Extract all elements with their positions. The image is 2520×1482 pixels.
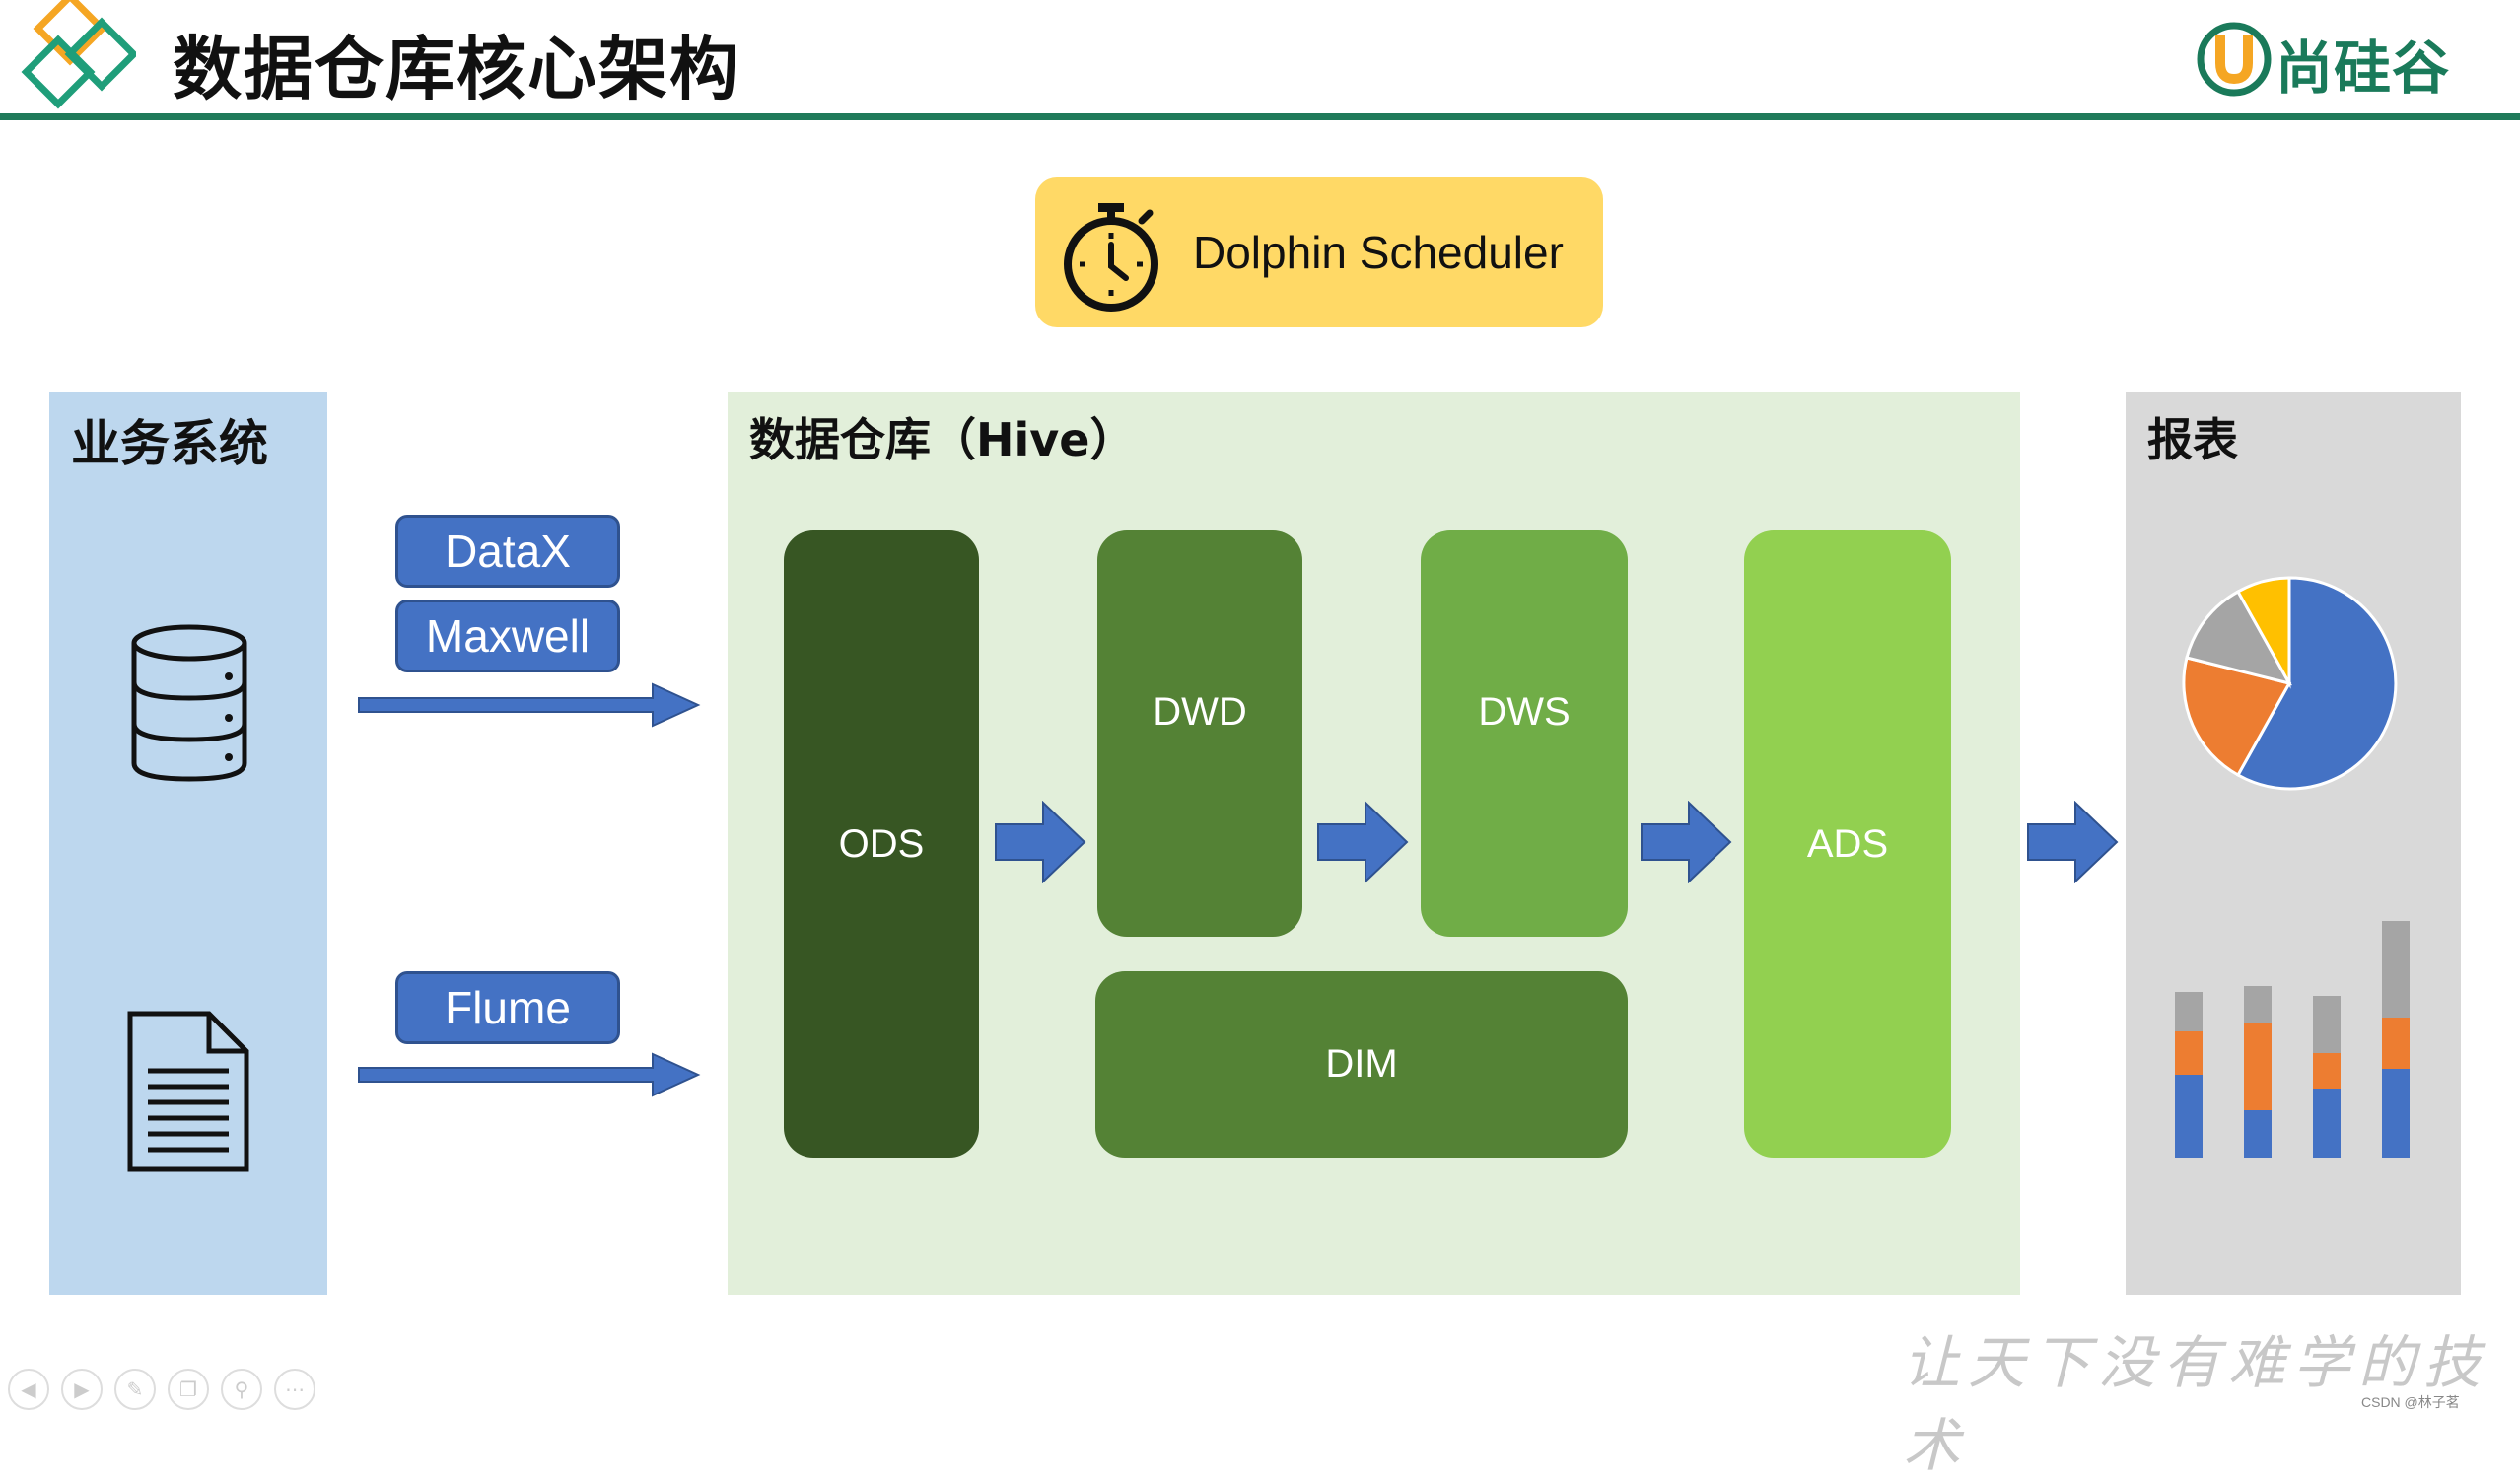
ods-layer: ODS xyxy=(784,530,979,1158)
dim-layer: DIM xyxy=(1095,971,1628,1158)
report-title: 报表 xyxy=(2147,413,2238,466)
stacked-bar-chart-icon xyxy=(2175,921,2410,1158)
ads-layer: ADS xyxy=(1744,530,1951,1158)
dws-layer: DWS xyxy=(1421,530,1628,937)
dwd-to-dws-arrow xyxy=(1317,801,1409,883)
brand-name: 尚硅谷 xyxy=(2275,35,2451,102)
dolphin-scheduler-box: Dolphin Scheduler xyxy=(1035,177,1603,327)
stopwatch-icon xyxy=(1064,203,1158,312)
pen-icon[interactable]: ✎ xyxy=(114,1369,156,1410)
ingest-arrow-upper xyxy=(358,682,701,728)
page-title: 数据仓库核心架构 xyxy=(173,29,740,109)
brand-u-icon xyxy=(2197,22,2272,97)
scheduler-label: Dolphin Scheduler xyxy=(1193,227,1564,278)
ads-to-report-arrow xyxy=(2027,801,2119,883)
flume-tool: Flume xyxy=(395,971,620,1044)
ods-to-dwd-arrow xyxy=(995,801,1086,883)
zoom-icon[interactable]: ⚲ xyxy=(221,1369,262,1410)
document-icon xyxy=(127,1011,249,1172)
slides-icon[interactable]: ❐ xyxy=(168,1369,209,1410)
brand-diamond-logo xyxy=(21,0,136,109)
csdn-credit: CSDN @林子茗 xyxy=(2361,1394,2460,1410)
more-icon[interactable]: ⋯ xyxy=(274,1369,315,1410)
ingest-arrow-lower xyxy=(358,1052,701,1097)
business-system-panel: 业务系统 xyxy=(49,392,327,1295)
prev-icon[interactable]: ◀ xyxy=(8,1369,49,1410)
database-icon xyxy=(131,624,247,782)
data-warehouse-title: 数据仓库（Hive） xyxy=(749,413,1136,466)
datax-tool: DataX xyxy=(395,515,620,588)
slide-nav-bar: ◀ ▶ ✎ ❐ ⚲ ⋯ xyxy=(8,1369,315,1410)
next-icon[interactable]: ▶ xyxy=(61,1369,103,1410)
dwd-layer: DWD xyxy=(1097,530,1302,937)
pie-chart-icon xyxy=(2182,576,2398,791)
maxwell-tool: Maxwell xyxy=(395,600,620,672)
business-system-title: 业务系统 xyxy=(71,415,268,472)
dws-to-ads-arrow xyxy=(1641,801,1732,883)
header-divider xyxy=(0,113,2520,120)
